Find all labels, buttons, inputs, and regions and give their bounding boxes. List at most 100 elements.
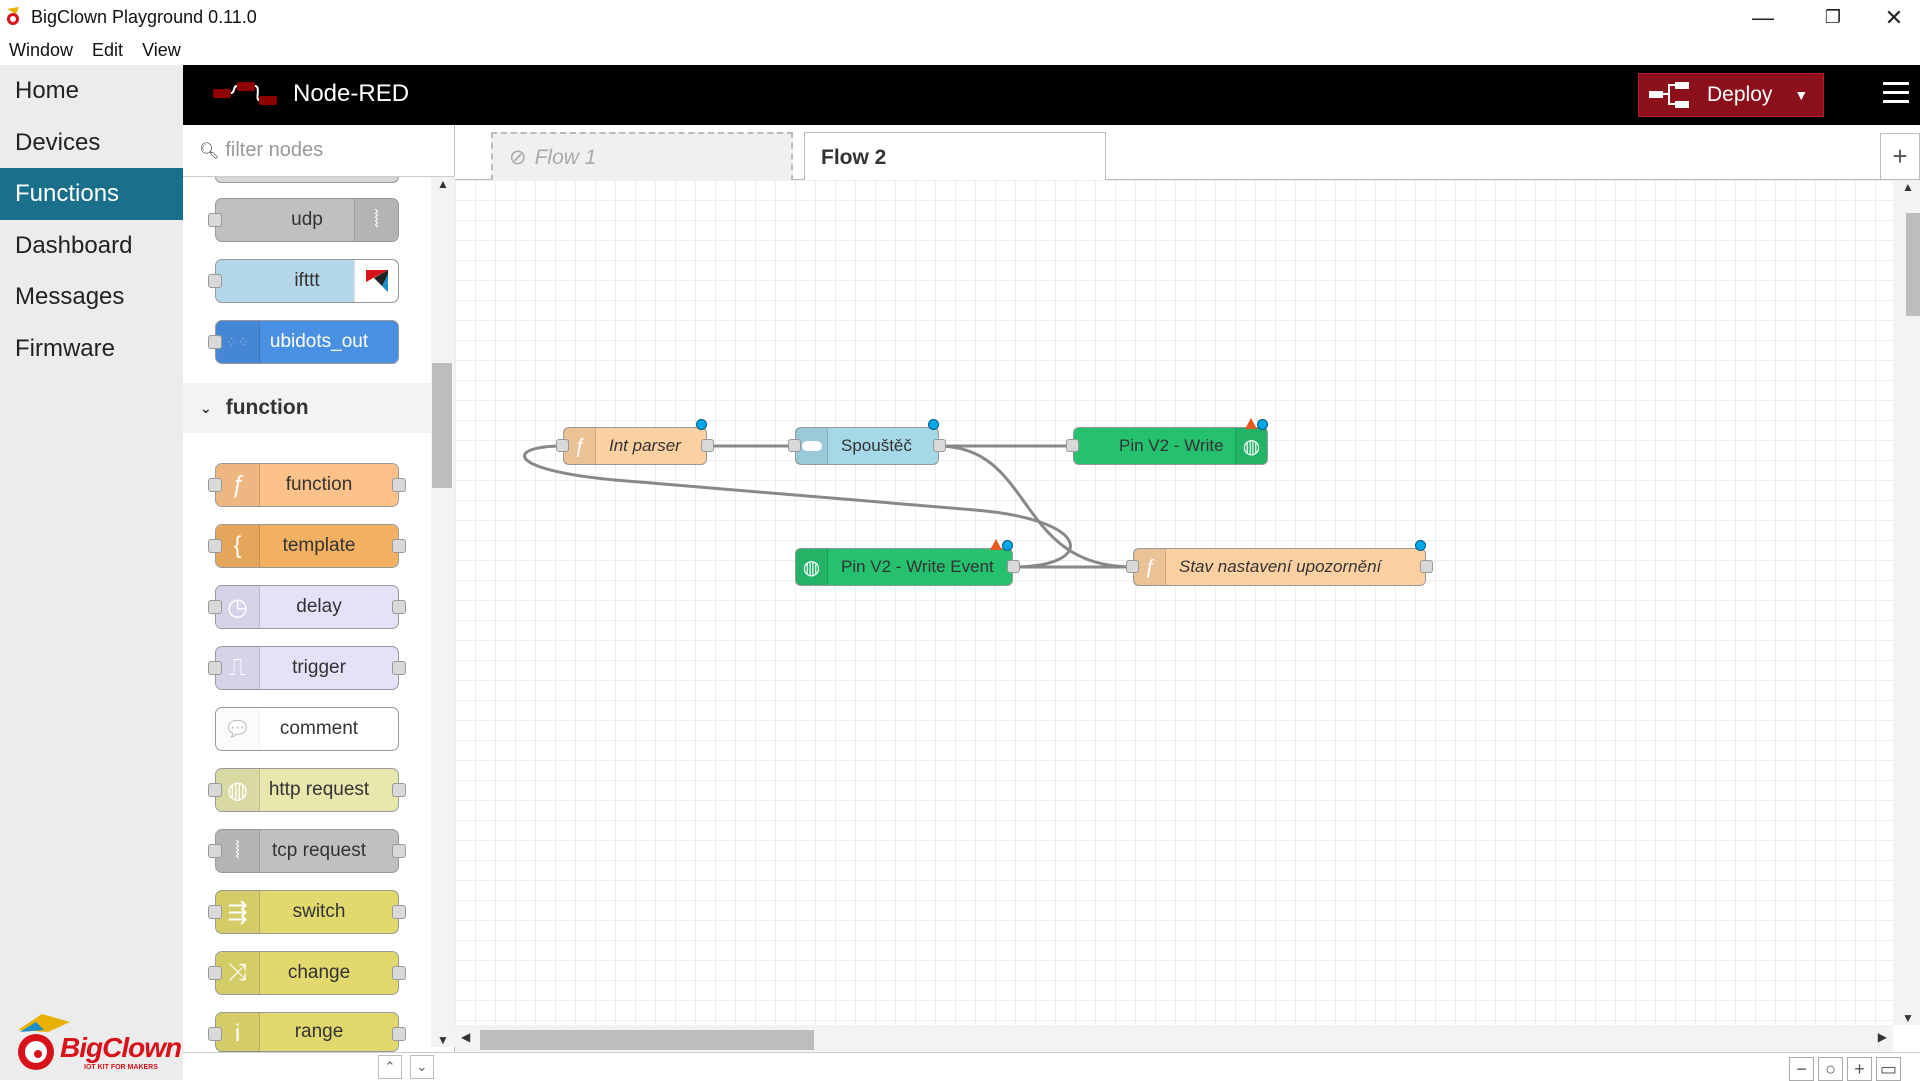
- palette-node-range[interactable]: i range: [208, 1012, 406, 1055]
- palette-node-label: comment: [279, 718, 359, 739]
- workspace-horizontal-scrollbar-thumb[interactable]: [480, 1030, 814, 1050]
- wire: [522, 444, 1072, 569]
- palette-node-label: tcp request: [272, 840, 366, 861]
- main-menu-button[interactable]: [1883, 82, 1909, 106]
- palette-node-udp[interactable]: udp ⦚: [208, 198, 399, 242]
- category-label: function: [225, 396, 309, 419]
- sidebar-item-dashboard[interactable]: Dashboard: [15, 231, 133, 259]
- switch-icon: ⇶: [216, 891, 260, 933]
- sidebar-item-devices[interactable]: Devices: [15, 128, 101, 156]
- palette-node-template[interactable]: { template: [208, 524, 406, 568]
- maximize-button[interactable]: ❐: [1798, 0, 1868, 35]
- palette-node-ifttt[interactable]: ifttt: [208, 259, 399, 303]
- palette-scrollbar-thumb[interactable]: [432, 363, 452, 488]
- window-titlebar: BigClown Playground 0.11.0 — ❐ ✕: [0, 0, 1920, 35]
- palette-node-label: trigger: [292, 657, 346, 678]
- scroll-up-icon[interactable]: ▲: [1902, 180, 1914, 194]
- sidebar-item-home[interactable]: Home: [15, 77, 80, 104]
- flow-node-pin-v2-write-event[interactable]: ◍ Pin V2 - Write Event: [795, 539, 1020, 586]
- range-icon: i: [216, 1013, 260, 1055]
- flow-node-label: Spouštěč: [841, 436, 912, 455]
- deploy-label: Deploy: [1707, 83, 1773, 106]
- palette-node-http-request[interactable]: ◍ http request: [208, 768, 406, 812]
- palette-node-switch[interactable]: ⇶ switch: [208, 890, 406, 934]
- node-red-header: Node-RED Deploy ▼: [183, 65, 1920, 125]
- palette-category-function[interactable]: ⌄ function: [183, 383, 431, 433]
- palette-node-trigger[interactable]: ⎍ trigger: [208, 646, 406, 690]
- menu-bar: Window Edit View: [0, 35, 1920, 65]
- palette-node-label: function: [285, 474, 353, 495]
- changed-indicator: [696, 419, 707, 430]
- sidebar-item-messages[interactable]: Messages: [15, 283, 125, 310]
- palette-node-label: template: [282, 535, 356, 556]
- warning-icon: [1245, 418, 1257, 429]
- input-port[interactable]: [208, 335, 222, 349]
- double-chevron-down-icon: ⌄: [416, 1059, 428, 1074]
- deploy-dropdown-icon[interactable]: ▼: [1794, 87, 1809, 103]
- workspace-vertical-scrollbar-thumb[interactable]: [1906, 213, 1920, 316]
- collapse-all-button[interactable]: ⌃: [378, 1055, 402, 1079]
- bridge-icon: ⦚: [216, 830, 260, 872]
- tab-flow-1[interactable]: ⊘ Flow 1: [491, 132, 793, 181]
- palette-node-function[interactable]: ƒ function: [208, 463, 406, 507]
- shuffle-icon: ⤨: [216, 952, 260, 994]
- sidebar-item-firmware[interactable]: Firmware: [15, 334, 115, 362]
- palette-node-tcp-request[interactable]: ⦚ tcp request: [208, 829, 406, 873]
- deploy-button[interactable]: Deploy ▼: [1638, 73, 1824, 117]
- flow-node-stav-nastaveni[interactable]: ƒ Stav nastavení upozornění: [1126, 540, 1433, 586]
- flow-node-label: Pin V2 - Write Event: [841, 557, 994, 576]
- input-port[interactable]: [208, 274, 222, 288]
- menu-edit[interactable]: Edit: [92, 39, 124, 60]
- flow-wires: [522, 444, 1133, 569]
- filter-placeholder: filter nodes: [225, 139, 324, 161]
- node-red-title: Node-RED: [293, 80, 410, 107]
- palette-node-label: change: [287, 962, 351, 983]
- zoom-in-button[interactable]: +: [1847, 1057, 1872, 1081]
- zoom-reset-button[interactable]: ○: [1818, 1057, 1843, 1081]
- expand-all-button[interactable]: ⌄: [410, 1055, 434, 1079]
- close-icon: ✕: [1884, 4, 1904, 30]
- palette-node-change[interactable]: ⤨ change: [208, 951, 406, 995]
- palette-node-label: ubidots_out: [269, 331, 369, 352]
- palette-node-comment[interactable]: 💬 comment: [215, 707, 399, 751]
- function-icon: ƒ: [216, 464, 260, 506]
- sidebar-item-functions[interactable]: Functions: [0, 168, 183, 220]
- changed-indicator: [1415, 540, 1426, 551]
- flow-node-pin-v2-write[interactable]: Pin V2 - Write ◍: [1066, 418, 1268, 465]
- scroll-right-icon[interactable]: ▶: [1877, 1030, 1887, 1044]
- disabled-icon: ⊘: [509, 146, 527, 169]
- palette-node-delay[interactable]: ◷ delay: [208, 585, 406, 629]
- trigger-icon: ⎍: [216, 647, 260, 689]
- udp-icon: ⦚: [354, 199, 398, 241]
- node-palette: 🔍︎ filter nodes udp ⦚ ifttt ⁘⁘ ubidots_o…: [183, 125, 455, 1080]
- flow-node-label: Int parser: [609, 436, 681, 455]
- scroll-down-icon[interactable]: ▼: [437, 1033, 449, 1047]
- input-port[interactable]: [208, 213, 222, 227]
- palette-scrollbar[interactable]: ▲ ▼: [431, 177, 455, 1047]
- chevron-down-icon: ⌄: [200, 399, 212, 416]
- menu-view[interactable]: View: [142, 39, 181, 60]
- palette-filter[interactable]: 🔍︎ filter nodes: [183, 125, 455, 177]
- globe-icon: ◍: [796, 549, 828, 585]
- flow-node-spoustec[interactable]: Spouštěč: [788, 419, 946, 465]
- scroll-down-icon[interactable]: ▼: [1902, 1011, 1914, 1025]
- comment-icon: 💬: [216, 708, 260, 750]
- add-flow-button[interactable]: +: [1880, 133, 1920, 179]
- scroll-up-icon[interactable]: ▲: [437, 177, 449, 191]
- flow-workspace[interactable]: ƒ Int parser Spouštěč Pin V2 - Write ◍ ◍…: [455, 180, 1893, 1025]
- changed-indicator: [1257, 419, 1268, 430]
- function-icon: ƒ: [1134, 549, 1166, 585]
- plus-icon: +: [1892, 141, 1908, 171]
- deploy-icon: [1649, 82, 1689, 108]
- minimize-button[interactable]: —: [1728, 0, 1798, 35]
- tab-flow-2[interactable]: Flow 2: [804, 132, 1106, 182]
- workspace-vertical-scrollbar[interactable]: ▲ ▼: [1893, 180, 1920, 1025]
- zoom-out-button[interactable]: −: [1789, 1057, 1814, 1081]
- flow-node-int-parser[interactable]: ƒ Int parser: [556, 419, 714, 465]
- close-button[interactable]: ✕: [1868, 0, 1920, 35]
- hamburger-icon: [1883, 82, 1909, 85]
- navigator-button[interactable]: ▭: [1876, 1057, 1901, 1081]
- scroll-left-icon[interactable]: ◀: [461, 1030, 471, 1044]
- palette-node-ubidots-out[interactable]: ⁘⁘ ubidots_out: [208, 320, 399, 364]
- menu-window[interactable]: Window: [9, 39, 74, 60]
